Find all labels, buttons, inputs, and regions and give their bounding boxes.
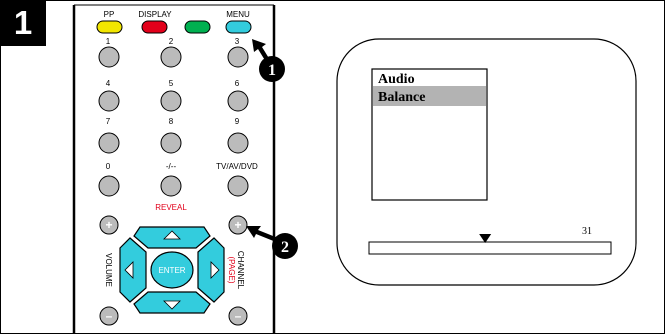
- balance-slider-track[interactable]: [368, 241, 612, 255]
- digit-2-label: 2: [169, 37, 174, 46]
- volume-label: VOLUME: [104, 253, 113, 287]
- digit-4-button[interactable]: [98, 90, 120, 112]
- volume-up-button[interactable]: [99, 215, 119, 235]
- dash-label: -/--: [166, 162, 177, 171]
- digit-9-label: 9: [235, 117, 240, 126]
- menu-item-balance: Balance: [378, 90, 425, 105]
- digit-9-button[interactable]: [227, 132, 249, 154]
- display-label: DISPLAY: [138, 10, 172, 19]
- digit-2-button[interactable]: [160, 46, 182, 68]
- tv-av-dvd-label: TV/AV/DVD: [216, 162, 258, 171]
- step-number: 1: [13, 4, 33, 41]
- right-arrow-icon: [210, 261, 220, 279]
- callout-1-circle: [259, 56, 285, 82]
- digit-5-button[interactable]: [160, 90, 182, 112]
- slider-marker-icon: [479, 234, 492, 243]
- volume-minus-icon: –: [106, 309, 113, 323]
- enter-button[interactable]: [150, 251, 194, 289]
- digit-1-button[interactable]: [98, 46, 120, 68]
- digit-0-label: 0: [106, 162, 111, 171]
- dash-button[interactable]: [160, 175, 182, 197]
- callout-2-circle: [272, 233, 298, 259]
- channel-down-button[interactable]: [228, 306, 248, 326]
- digit-4-label: 4: [106, 79, 111, 88]
- slider-value: 31: [582, 226, 592, 237]
- digit-8-label: 8: [169, 117, 174, 126]
- red-button[interactable]: [141, 20, 168, 34]
- menu-item-audio: Audio: [378, 72, 415, 87]
- digit-6-button[interactable]: [227, 90, 249, 112]
- channel-label: CHANNEL: [236, 251, 245, 290]
- channel-minus-icon: –: [235, 309, 242, 323]
- reveal-label: REVEAL: [155, 203, 187, 212]
- down-arrow-icon: [163, 300, 181, 310]
- channel-plus-icon: +: [234, 218, 241, 232]
- pp-label: PP: [104, 10, 115, 19]
- digit-8-button[interactable]: [160, 132, 182, 154]
- green-button[interactable]: [184, 20, 211, 34]
- digit-7-label: 7: [106, 117, 111, 126]
- enter-label: ENTER: [158, 266, 185, 275]
- digit-7-button[interactable]: [98, 132, 120, 154]
- menu-highlight: [373, 86, 486, 106]
- callout-2-number: 2: [281, 239, 289, 256]
- up-arrow-icon: [163, 230, 181, 240]
- digit-6-label: 6: [235, 79, 240, 88]
- digit-5-label: 5: [169, 79, 174, 88]
- digit-3-label: 3: [235, 37, 240, 46]
- left-arrow-icon: [124, 261, 134, 279]
- yellow-button[interactable]: [96, 20, 123, 34]
- volume-down-button[interactable]: [99, 306, 119, 326]
- digit-3-button[interactable]: [227, 46, 249, 68]
- callout-1-number: 1: [268, 62, 276, 79]
- step-badge: 1: [0, 0, 46, 46]
- digit-1-label: 1: [106, 37, 111, 46]
- digit-0-button[interactable]: [98, 175, 120, 197]
- menu-button[interactable]: [225, 20, 252, 34]
- page-label: (PAGE): [227, 257, 236, 284]
- callout-1-arrow-icon: [252, 39, 270, 62]
- tv-av-dvd-button[interactable]: [227, 175, 249, 197]
- menu-label: MENU: [226, 10, 250, 19]
- volume-plus-icon: +: [105, 218, 112, 232]
- channel-up-button[interactable]: [228, 215, 248, 235]
- callout-2-arrow-icon: [246, 226, 278, 242]
